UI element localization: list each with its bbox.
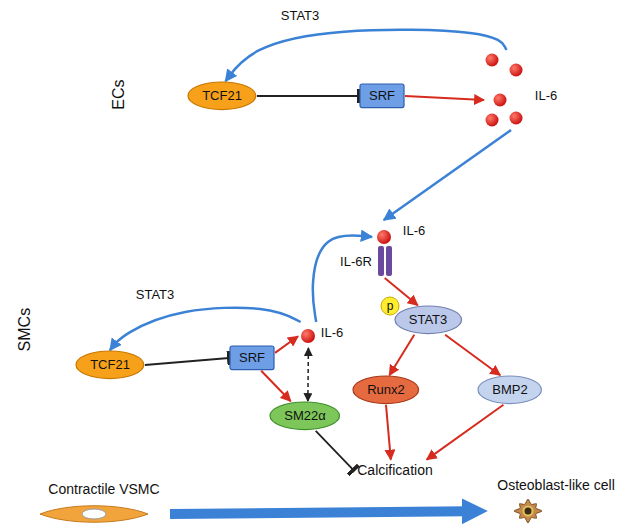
node-label: TCF21 <box>202 88 242 104</box>
node-label: SMCs <box>15 308 34 352</box>
arrow-connector <box>307 348 309 401</box>
cytokine-dots-outline <box>484 50 574 130</box>
phospho-circle: p <box>381 297 399 315</box>
protein-ellipse: BMP2 <box>477 375 542 405</box>
node-label: SM22α <box>284 408 325 424</box>
node-label: IL-6R <box>340 254 372 270</box>
node-label: IL-6 <box>535 88 557 104</box>
protein-ellipse: Runx2 <box>352 375 420 405</box>
gene-ellipse: TCF21 <box>75 350 145 380</box>
arrow-connector <box>261 371 290 401</box>
osteoblast-cell: Osteoblast-like cell <box>488 476 624 526</box>
node-label: Calcification <box>357 462 432 479</box>
bound-cytokine: IL-6 <box>372 220 434 246</box>
arrow-connector <box>110 308 301 351</box>
marker-ellipse: SM22α <box>269 401 340 431</box>
node-label: Osteoblast-like cell <box>497 477 615 494</box>
edge-label-holder: STAT3 <box>155 295 194 311</box>
factor-box: SRF <box>359 83 405 109</box>
node-label: IL-6 <box>321 325 343 341</box>
node-label: Contractile VSMC <box>48 481 159 498</box>
arrow-connector <box>445 335 500 375</box>
node-label: IL-6 <box>403 223 425 239</box>
node-label: TCF21 <box>90 357 130 373</box>
arrow-connector <box>225 30 506 81</box>
pathway-label: STAT3 <box>136 287 175 303</box>
node-label: SRF <box>239 350 265 366</box>
inhibition-line <box>257 95 359 97</box>
node-label: Runx2 <box>367 382 405 398</box>
smooth-muscle-cell-region: SMCsIL-6IL-6RTCF21SRFIL-6SM22αpSTAT3Runx… <box>45 200 610 455</box>
node-label: SRF <box>369 88 395 104</box>
pathway-label: STAT3 <box>281 8 320 24</box>
arrow-connector <box>386 405 391 460</box>
node-label: p <box>387 299 394 313</box>
outcome-label: Calcification <box>353 460 436 481</box>
arrow-connector <box>170 511 467 514</box>
receptor-symbol: IL-6R <box>336 246 394 278</box>
inhibition-line <box>145 358 229 365</box>
cytokine-dots: IL-6 <box>484 50 574 130</box>
inhibition-line <box>316 431 354 470</box>
arrow-connector <box>313 235 372 322</box>
arrow-connector <box>275 336 298 353</box>
node-label: ECs <box>108 80 127 110</box>
cytokine-dot: IL-6 <box>298 322 350 348</box>
contractile-cell: Contractile VSMC <box>38 480 170 526</box>
endothelial-cell-region: ECsTCF21SRFIL-6 <box>150 5 590 183</box>
node-label: BMP2 <box>492 382 527 398</box>
arrow-connector <box>384 130 511 220</box>
edge-label-holder: STAT3 <box>300 16 339 32</box>
protein-ellipse: STAT3 <box>394 305 463 335</box>
factor-box: SRF <box>229 345 275 371</box>
arrow-connector <box>389 335 414 375</box>
node-label: STAT3 <box>409 312 448 328</box>
gene-ellipse: TCF21 <box>187 81 257 111</box>
arrow-connector <box>427 405 504 460</box>
arrow-connector <box>405 96 484 100</box>
